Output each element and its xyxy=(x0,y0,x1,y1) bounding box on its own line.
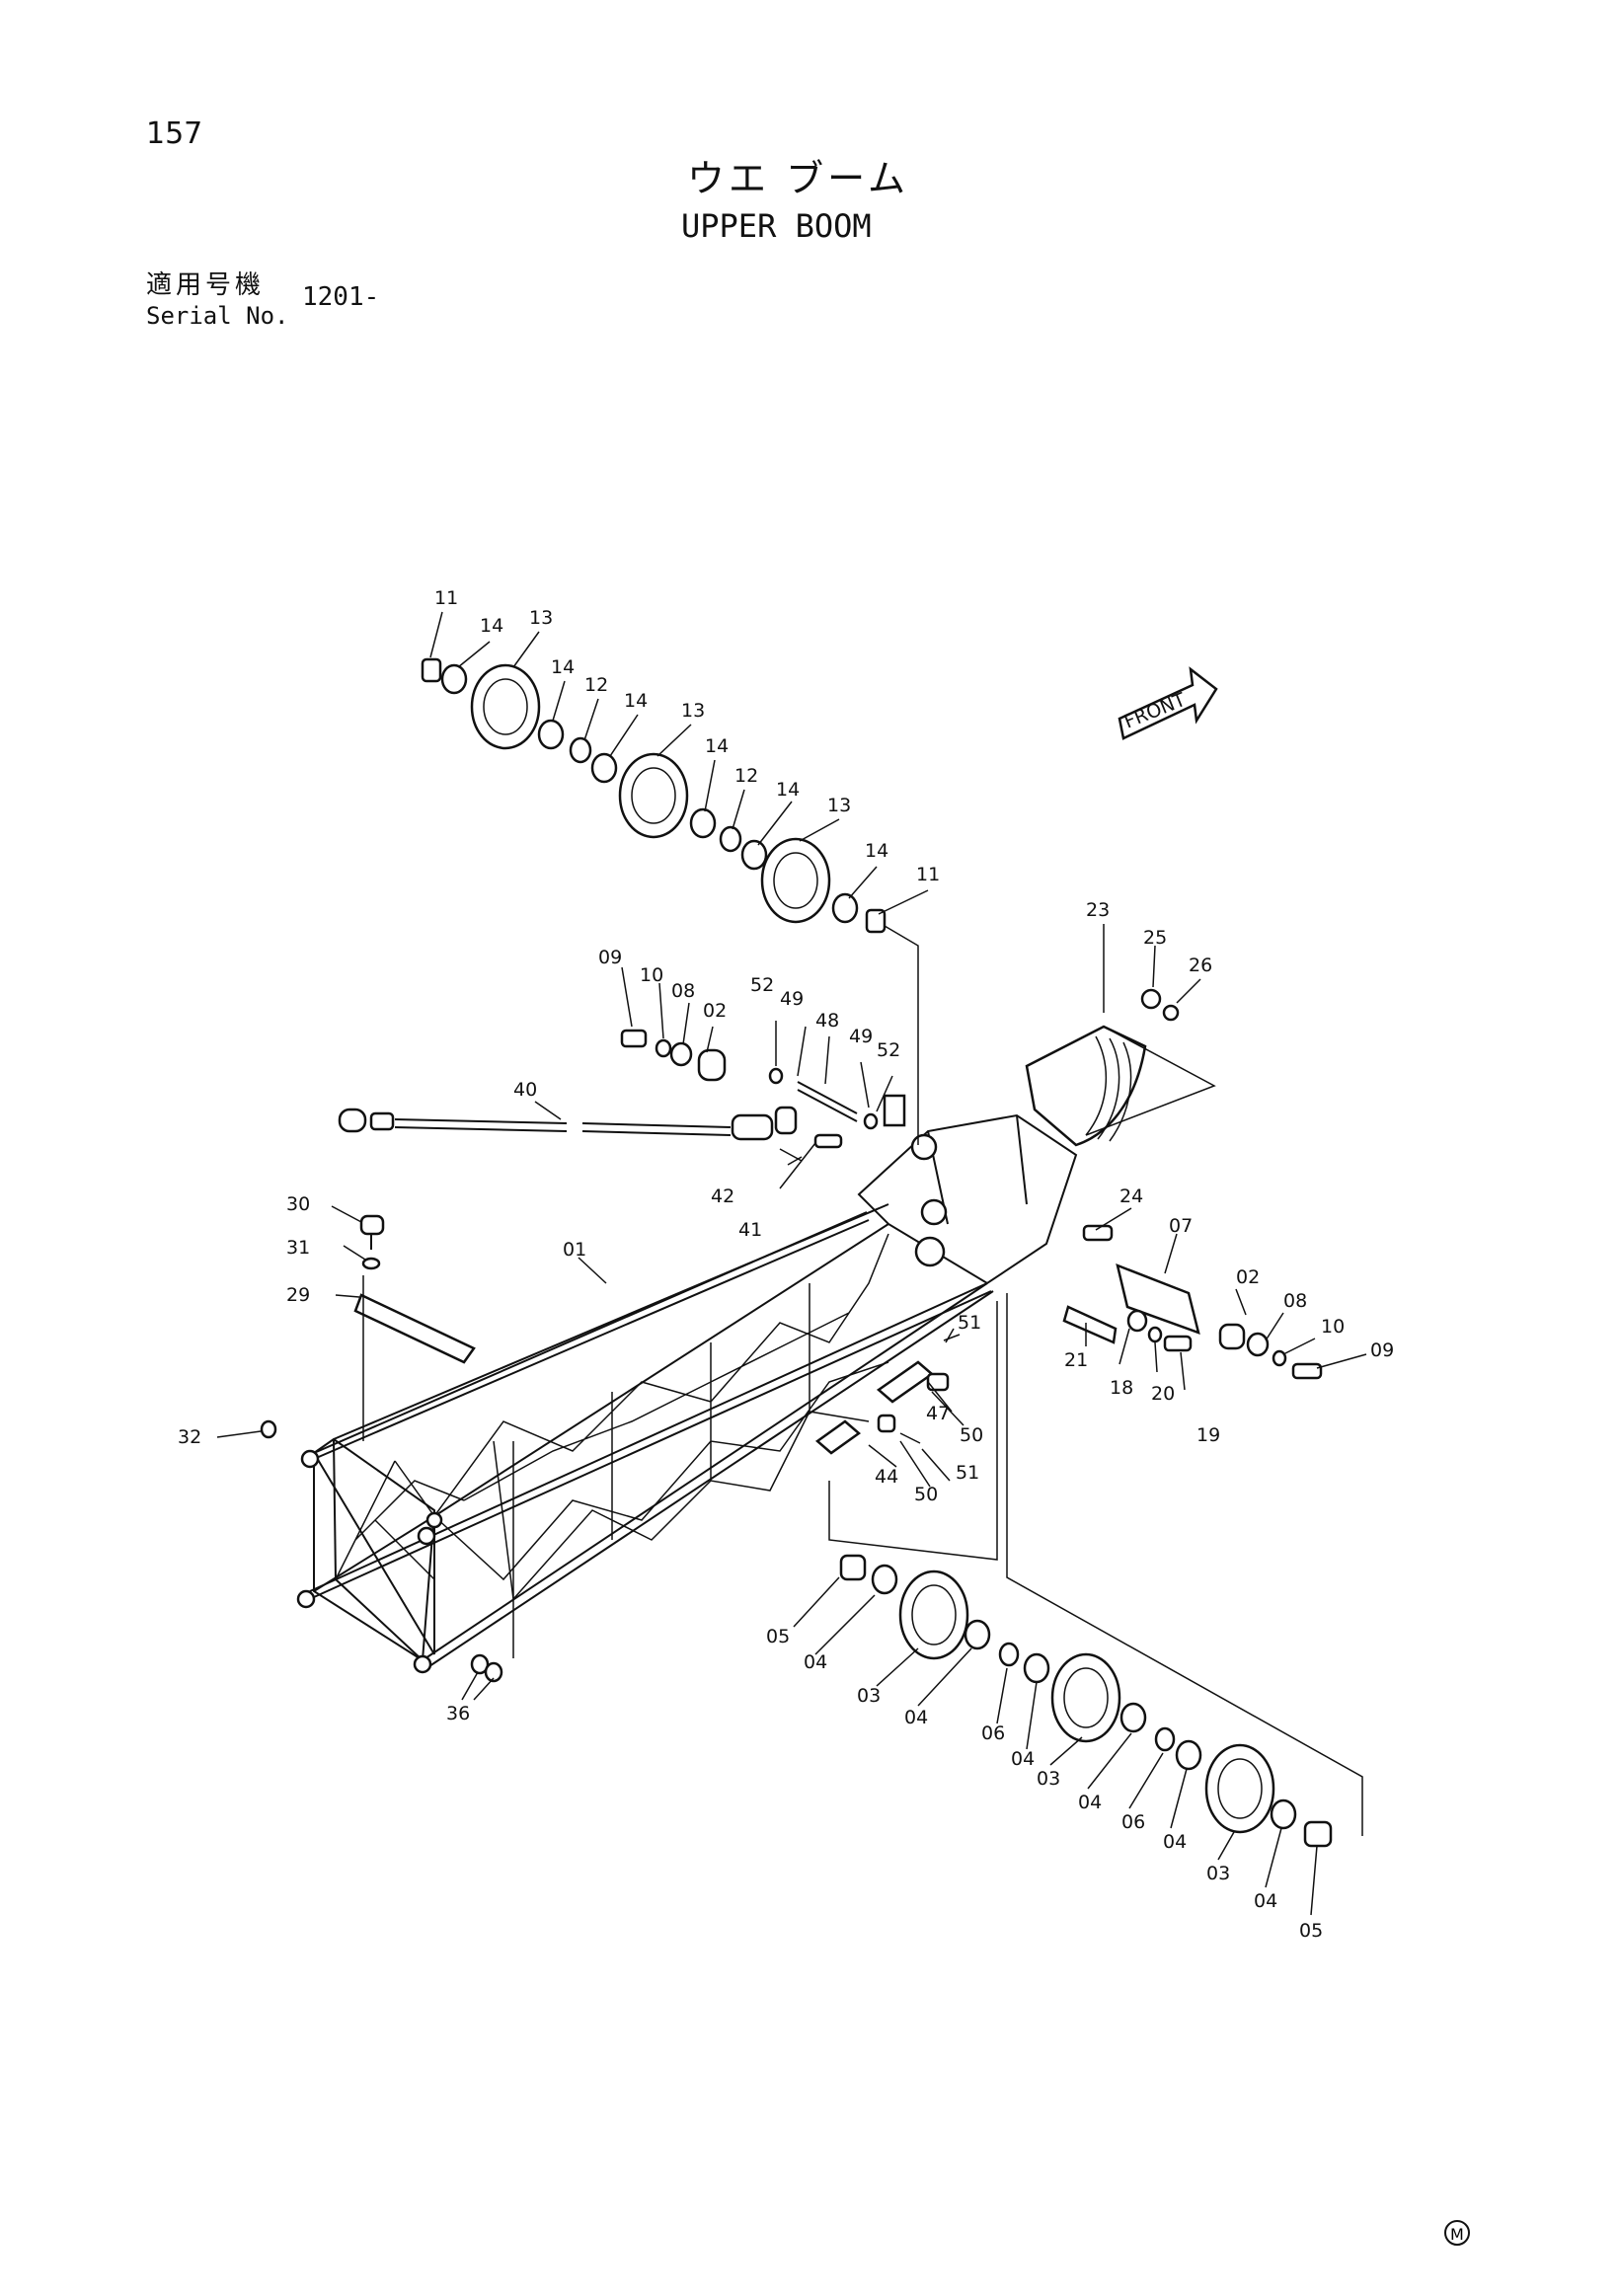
callout-02: 02 xyxy=(703,1000,727,1022)
callout-08: 08 xyxy=(1283,1290,1307,1312)
mark-letter: M xyxy=(1450,2225,1464,2244)
serial-label-japanese: 適用号機 xyxy=(146,270,266,300)
callout-10: 10 xyxy=(1321,1316,1345,1338)
callout-13: 13 xyxy=(827,795,851,816)
tension-rod xyxy=(338,1106,843,1166)
callout-30: 30 xyxy=(286,1193,310,1215)
callout-24: 24 xyxy=(1119,1186,1143,1207)
page-title-japanese: ウエ ブーム xyxy=(687,157,909,200)
serial-label: Serial No. xyxy=(146,302,289,330)
lower-sheave-set xyxy=(828,1293,1363,1848)
callout-04: 04 xyxy=(904,1707,928,1728)
callout-42: 42 xyxy=(711,1186,734,1207)
foot-hardware xyxy=(260,1214,514,1683)
callout-04: 04 xyxy=(1163,1831,1187,1853)
callout-32: 32 xyxy=(178,1426,201,1448)
callout-14: 14 xyxy=(480,615,503,637)
callout-26: 26 xyxy=(1189,955,1212,976)
lower-pins xyxy=(814,1334,961,1455)
callout-03: 03 xyxy=(1037,1768,1060,1790)
callout-03: 03 xyxy=(857,1685,881,1707)
callout-48: 48 xyxy=(815,1010,839,1032)
callout-10: 10 xyxy=(640,964,663,986)
callout-04: 04 xyxy=(1078,1792,1102,1813)
callout-23: 23 xyxy=(1086,899,1110,921)
head-pins xyxy=(620,1029,1323,1380)
callout-19: 19 xyxy=(1196,1424,1220,1446)
callout-02: 02 xyxy=(1236,1266,1260,1288)
callout-47: 47 xyxy=(926,1403,950,1424)
callout-29: 29 xyxy=(286,1284,310,1306)
callout-20: 20 xyxy=(1151,1383,1175,1405)
callout-50: 50 xyxy=(914,1484,938,1505)
leader-lines xyxy=(216,611,1367,1916)
callout-52: 52 xyxy=(750,974,774,996)
callout-14: 14 xyxy=(624,690,648,712)
callout-49: 49 xyxy=(780,988,804,1010)
callout-labels: 11 14 13 14 12 14 13 14 12 14 13 14 11 2… xyxy=(178,587,1394,1942)
manufacturer-mark: M xyxy=(1444,2220,1470,2246)
callout-14: 14 xyxy=(705,735,729,757)
callout-09: 09 xyxy=(1370,1339,1394,1361)
callout-40: 40 xyxy=(513,1079,537,1101)
callout-07: 07 xyxy=(1169,1215,1193,1237)
page-title: UPPER BOOM xyxy=(681,207,872,245)
callout-12: 12 xyxy=(734,765,758,787)
callout-51: 51 xyxy=(958,1312,981,1334)
callout-51: 51 xyxy=(956,1462,979,1484)
front-arrow: FRONT xyxy=(1118,666,1218,740)
callout-49: 49 xyxy=(849,1026,873,1047)
callout-11: 11 xyxy=(916,864,940,885)
callout-44: 44 xyxy=(875,1466,898,1488)
callout-14: 14 xyxy=(865,840,888,862)
callout-52: 52 xyxy=(877,1039,900,1061)
callout-50: 50 xyxy=(960,1424,983,1446)
callout-03: 03 xyxy=(1206,1863,1230,1884)
guard-bracket xyxy=(1025,988,1216,1147)
callout-13: 13 xyxy=(681,700,705,722)
callout-06: 06 xyxy=(1121,1811,1145,1833)
callout-06: 06 xyxy=(981,1722,1005,1744)
lattice-boom xyxy=(296,1203,994,1674)
callout-13: 13 xyxy=(529,607,553,629)
callout-09: 09 xyxy=(598,947,622,968)
callout-04: 04 xyxy=(1254,1890,1277,1912)
callout-25: 25 xyxy=(1143,927,1167,949)
front-arrow-label: FRONT xyxy=(1121,689,1190,733)
upper-sheave-set xyxy=(421,657,919,1145)
callout-14: 14 xyxy=(776,779,800,801)
callout-04: 04 xyxy=(804,1651,827,1673)
callout-31: 31 xyxy=(286,1237,310,1259)
callout-21: 21 xyxy=(1064,1349,1088,1371)
callout-14: 14 xyxy=(551,656,575,678)
callout-01: 01 xyxy=(563,1239,586,1261)
callout-41: 41 xyxy=(738,1219,762,1241)
callout-11: 11 xyxy=(434,587,458,609)
callout-18: 18 xyxy=(1110,1377,1133,1399)
callout-12: 12 xyxy=(584,674,608,696)
callout-04: 04 xyxy=(1011,1748,1035,1770)
boom-head xyxy=(857,1094,1078,1285)
callout-36: 36 xyxy=(446,1703,470,1724)
callout-05: 05 xyxy=(766,1626,790,1647)
serial-value: 1201- xyxy=(302,282,380,312)
callout-05: 05 xyxy=(1299,1920,1323,1942)
page-number: 157 xyxy=(146,116,203,151)
callout-08: 08 xyxy=(671,980,695,1002)
